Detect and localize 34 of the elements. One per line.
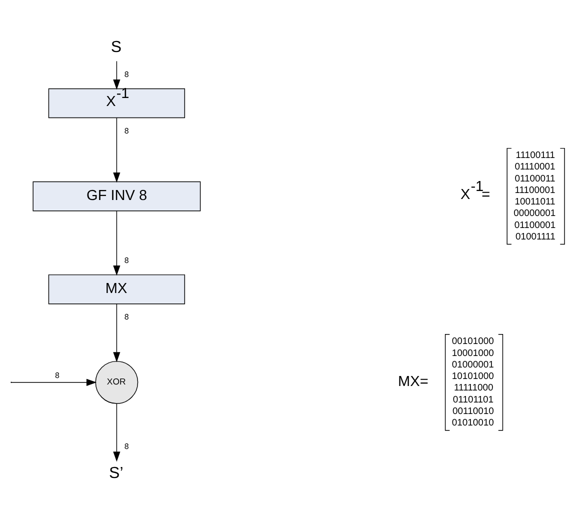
edge-label: 8 bbox=[124, 126, 129, 136]
arrow bbox=[113, 403, 120, 462]
label: 11100001 bbox=[514, 184, 556, 196]
label: 10001000 bbox=[452, 348, 494, 359]
label: 01100001 bbox=[514, 220, 556, 231]
arrow bbox=[113, 118, 120, 183]
label: 01001111 bbox=[515, 231, 556, 242]
label: 01100011 bbox=[514, 173, 556, 184]
label: MX= bbox=[398, 374, 428, 390]
label: 01101101 bbox=[452, 394, 494, 406]
node-text: S’ bbox=[109, 465, 124, 482]
label: 10011011 bbox=[514, 196, 556, 208]
label: 10101000 bbox=[452, 371, 494, 382]
edge-label: 8 bbox=[124, 442, 129, 452]
arrow bbox=[113, 210, 120, 276]
arrow bbox=[11, 378, 97, 386]
node-circle: XOR bbox=[95, 360, 138, 404]
edge-label: 8 bbox=[124, 256, 129, 266]
label: 00110010 bbox=[452, 406, 494, 417]
arrow bbox=[113, 60, 120, 90]
label: 00101000 bbox=[452, 336, 494, 348]
label: 00000001 bbox=[514, 208, 556, 220]
node-box: MX bbox=[48, 274, 186, 304]
edge-label: 8 bbox=[55, 370, 60, 380]
edge-label: 8 bbox=[124, 70, 129, 79]
edge-label: 8 bbox=[124, 312, 129, 322]
label: 01010010 bbox=[452, 418, 494, 429]
node-text: S bbox=[110, 39, 122, 56]
label: 11111000 bbox=[454, 382, 494, 394]
arrow bbox=[113, 304, 120, 362]
node-box: GF INV 8 bbox=[32, 181, 201, 212]
label: 01110001 bbox=[514, 162, 556, 173]
label: 11100111 bbox=[516, 150, 555, 162]
label: 01000001 bbox=[452, 359, 494, 370]
